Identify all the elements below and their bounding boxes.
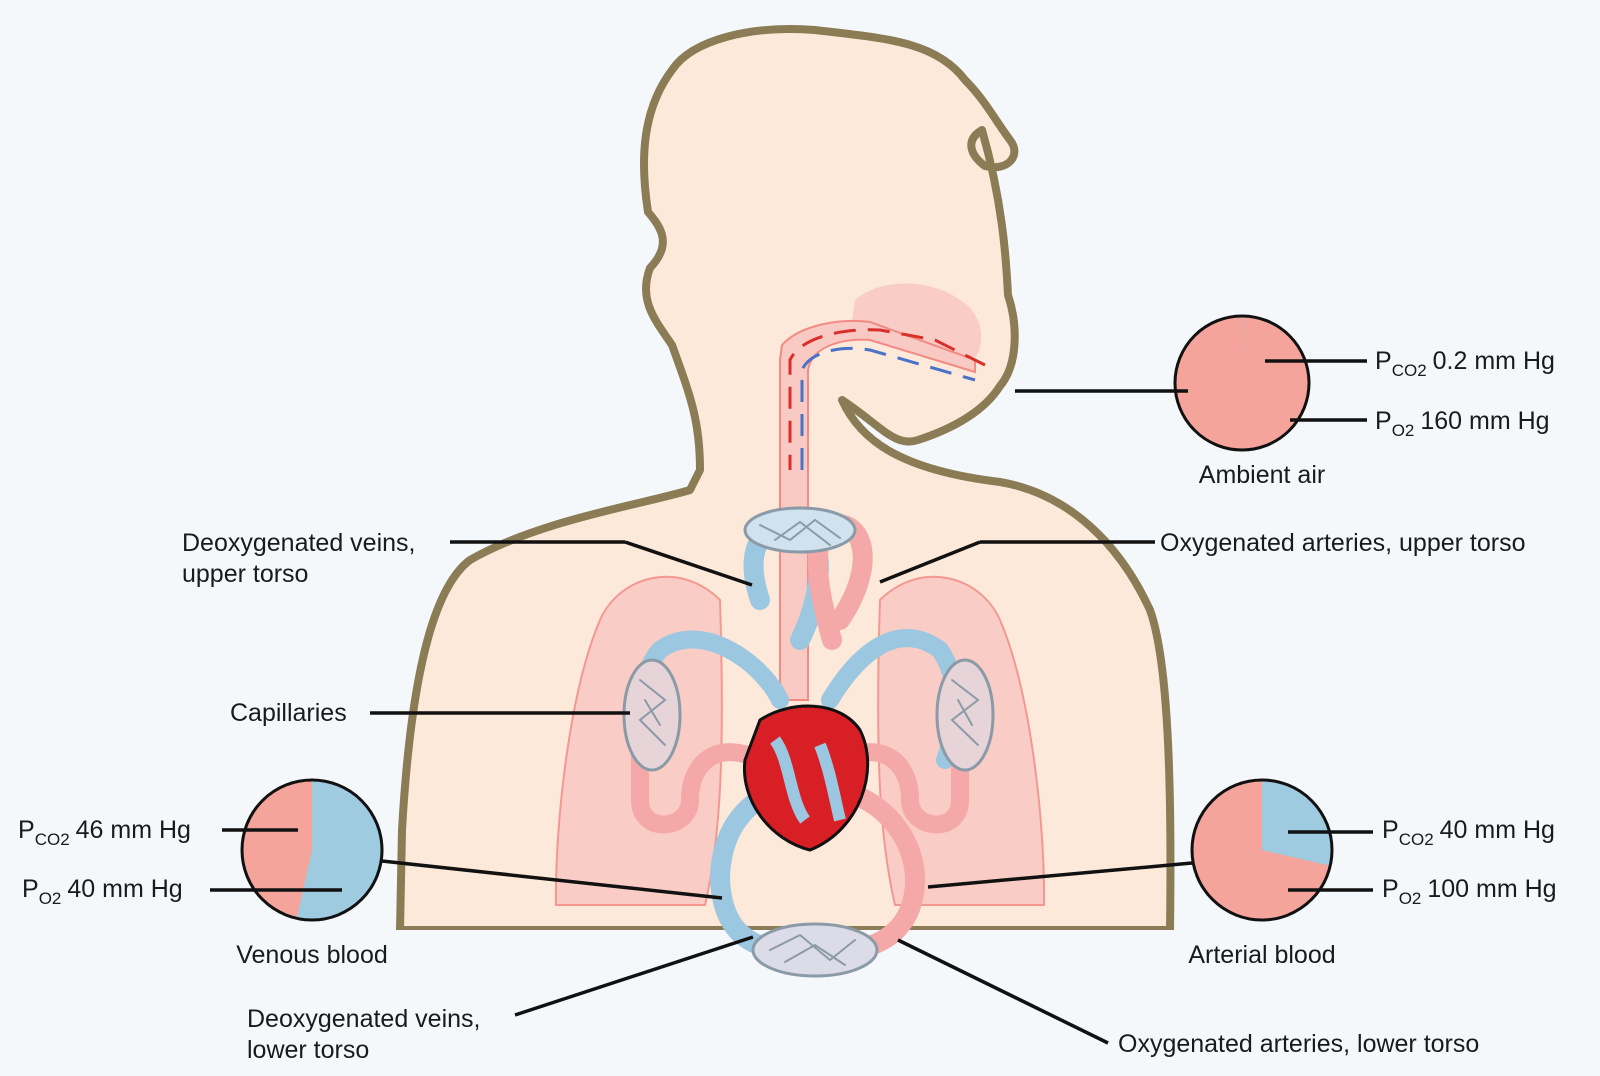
capillary-mesh — [638, 518, 980, 966]
pulmonary-artery-left — [631, 711, 769, 834]
pulmonary-artery-right — [831, 711, 969, 834]
leader-ox-upper-diag — [879, 540, 981, 584]
arterial-blood-pie-outline — [1190, 778, 1334, 922]
ambient-po2-value: 160 mm Hg — [1420, 407, 1549, 435]
ambient-pco2-label: PCO2 0.2 mm Hg — [1375, 347, 1555, 380]
blood-vessels — [622, 506, 995, 978]
label-ox-upper: Oxygenated arteries, upper torso — [1160, 529, 1525, 557]
leader-ox-lower — [897, 938, 1109, 1045]
venous-pco2-value: 46 mm Hg — [76, 816, 191, 844]
arterial-pco2-symbol: P — [1382, 816, 1399, 844]
ambient-po2-symbol: P — [1375, 407, 1392, 435]
lower-artery-loop — [820, 780, 926, 960]
venous-blood-pie-co2 — [296, 780, 383, 920]
venous-blood-pie-outline — [240, 778, 384, 922]
arterial-pco2-subscript: CO2 — [1399, 830, 1434, 849]
label-deox-lower-line1: Deoxygenated veins, — [247, 1005, 480, 1033]
ambient-air-pie-co2 — [1242, 315, 1243, 383]
leader-lines — [210, 359, 1373, 1045]
venous-blood-gauge: Venous blood — [236, 778, 388, 969]
capillary-bed-right-lung — [935, 658, 995, 772]
arterial-po2-label: PO2 100 mm Hg — [1382, 875, 1557, 908]
ambient-po2-subscript: O2 — [1392, 421, 1415, 440]
venous-po2-label: PO2 40 mm Hg — [22, 875, 183, 908]
inhale-flow-arrows — [800, 346, 976, 470]
trachea — [779, 319, 976, 701]
arterial-pco2-label: PCO2 40 mm Hg — [1382, 816, 1555, 849]
leader-deox-upper-diag — [624, 540, 753, 587]
label-deox-upper-line1: Deoxygenated veins, — [182, 529, 415, 557]
ambient-pco2-symbol: P — [1375, 347, 1392, 375]
ambient-po2-label: PO2 160 mm Hg — [1375, 407, 1550, 440]
venous-pco2-symbol: P — [18, 816, 35, 844]
label-deox-lower-line2: lower torso — [247, 1036, 369, 1064]
arterial-po2-symbol: P — [1382, 875, 1399, 903]
heart — [742, 704, 870, 852]
venous-po2-value: 40 mm Hg — [67, 875, 182, 903]
arterial-pco2-value: 40 mm Hg — [1440, 816, 1555, 844]
ambient-air-gauge: Ambient air — [1173, 314, 1325, 489]
airway — [779, 283, 986, 701]
label-capillaries: Capillaries — [230, 699, 347, 727]
arterial-blood-title: Arterial blood — [1188, 941, 1335, 969]
capillary-bed-upper — [743, 506, 857, 554]
ambient-pco2-subscript: CO2 — [1392, 361, 1427, 380]
venous-blood-title: Venous blood — [236, 941, 388, 969]
arterial-po2-subscript: O2 — [1399, 889, 1422, 908]
ambient-air-pie-outline — [1173, 314, 1311, 452]
exhale-flow-arrows — [788, 328, 986, 470]
venous-pco2-label: PCO2 46 mm Hg — [18, 816, 191, 849]
arterial-blood-gauge: Arterial blood — [1188, 778, 1336, 969]
arterial-blood-pie-co2 — [1262, 780, 1333, 866]
venous-po2-symbol: P — [22, 875, 39, 903]
ambient-air-title: Ambient air — [1199, 461, 1325, 489]
structure-labels: Deoxygenated veins, upper torso Oxygenat… — [182, 529, 1525, 1064]
heart-chambers — [769, 736, 846, 824]
capillary-beds — [622, 506, 995, 978]
label-ox-lower: Oxygenated arteries, lower torso — [1118, 1030, 1479, 1058]
leader-venous-to-vein — [381, 859, 723, 900]
label-deox-upper-line2: upper torso — [182, 560, 308, 588]
arteries — [631, 514, 969, 960]
venous-pco2-subscript: CO2 — [35, 830, 70, 849]
venous-po2-subscript: O2 — [39, 889, 62, 908]
capillary-bed-left-lung — [622, 658, 682, 772]
leader-deox-lower — [514, 935, 754, 1017]
ambient-pco2-value: 0.2 mm Hg — [1433, 347, 1555, 375]
capillary-bed-lower — [751, 922, 879, 978]
leader-arterial-to-artery — [927, 861, 1193, 889]
arterial-po2-value: 100 mm Hg — [1427, 875, 1556, 903]
